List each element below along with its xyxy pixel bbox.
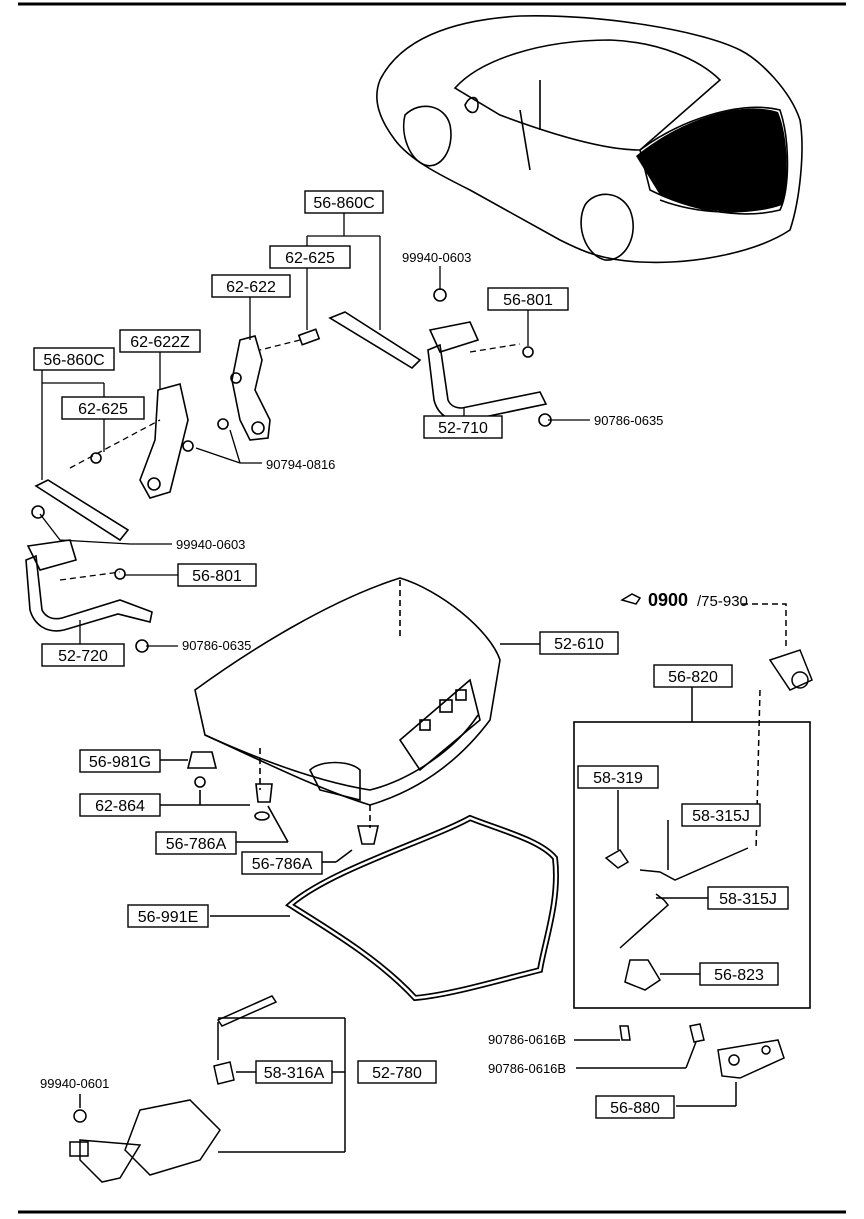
- part-labels: 56-860C 62-625 62-622 56-801 62-622Z 56-…: [33, 190, 789, 1119]
- label-56-860c-top: 56-860C: [304, 190, 384, 214]
- svg-text:56-820: 56-820: [668, 669, 718, 686]
- svg-text:56-801: 56-801: [192, 568, 242, 585]
- label-56-801-mid: 56-801: [177, 563, 257, 587]
- ref-note-bold: 0900: [648, 590, 688, 610]
- label-90786-0635-mid: 90786-0635: [182, 638, 251, 653]
- svg-text:56-991E: 56-991E: [138, 909, 199, 926]
- label-52-610: 52-610: [539, 631, 619, 655]
- svg-text:56-860C: 56-860C: [43, 352, 104, 369]
- label-99940-0603-mid: 99940-0603: [176, 537, 245, 552]
- label-56-801-top: 56-801: [487, 287, 569, 311]
- label-52-780: 52-780: [357, 1060, 437, 1084]
- svg-text:56-823: 56-823: [714, 967, 764, 984]
- svg-text:56-860C: 56-860C: [313, 195, 374, 212]
- label-99940-0603-top: 99940-0603: [402, 250, 471, 265]
- svg-text:56-786A: 56-786A: [252, 856, 313, 873]
- svg-text:58-315J: 58-315J: [692, 808, 750, 825]
- svg-text:52-710: 52-710: [438, 420, 488, 437]
- label-56-823: 56-823: [699, 962, 779, 986]
- svg-text:62-625: 62-625: [285, 250, 335, 267]
- label-52-710: 52-710: [423, 415, 503, 439]
- label-56-786a-2: 56-786A: [241, 851, 323, 875]
- svg-text:56-786A: 56-786A: [166, 836, 227, 853]
- reference-note: 0900 /75-930: [620, 590, 748, 610]
- label-56-860c-left: 56-860C: [33, 347, 115, 371]
- label-90794-0816: 90794-0816: [266, 457, 335, 472]
- label-58-319: 58-319: [577, 765, 659, 789]
- svg-text:52-780: 52-780: [372, 1065, 422, 1082]
- svg-text:56-880: 56-880: [610, 1100, 660, 1117]
- label-58-316a: 58-316A: [255, 1060, 333, 1084]
- label-62-622: 62-622: [211, 274, 291, 298]
- svg-text:62-622: 62-622: [226, 279, 276, 296]
- label-90786-0616b-2: 90786-0616B: [488, 1061, 566, 1076]
- label-56-981g: 56-981G: [79, 749, 161, 773]
- bumper-parts: [160, 751, 379, 917]
- label-56-991e: 56-991E: [127, 904, 209, 928]
- svg-text:58-315J: 58-315J: [719, 891, 777, 908]
- leader-lines: [39, 213, 590, 647]
- latch-parts: [576, 1023, 785, 1107]
- label-56-786a-1: 56-786A: [155, 831, 237, 855]
- label-52-720: 52-720: [41, 643, 125, 667]
- trunk-lid-highlight: [636, 108, 787, 213]
- trunk-lid: [194, 577, 540, 828]
- label-56-820: 56-820: [653, 664, 733, 688]
- label-62-864: 62-864: [79, 793, 161, 817]
- ref-note-rest: /75-930: [697, 593, 748, 610]
- hinge-strut-assembly: [25, 288, 552, 653]
- svg-text:56-981G: 56-981G: [89, 754, 151, 771]
- label-58-315j-1: 58-315J: [681, 803, 761, 827]
- svg-text:52-610: 52-610: [554, 636, 604, 653]
- svg-text:58-319: 58-319: [593, 770, 643, 787]
- label-56-880: 56-880: [595, 1095, 675, 1119]
- label-99940-0601: 99940-0601: [40, 1076, 109, 1091]
- label-62-625-top: 62-625: [269, 245, 351, 269]
- label-90786-0635-top: 90786-0635: [594, 413, 663, 428]
- svg-text:62-625: 62-625: [78, 401, 128, 418]
- label-62-622z: 62-622Z: [119, 329, 201, 353]
- label-58-315j-2: 58-315J: [707, 886, 789, 910]
- label-62-625-left: 62-625: [61, 396, 145, 420]
- arrow-pointer-icon: [620, 593, 642, 605]
- trunk-seal: [284, 814, 559, 1002]
- label-90786-0616b-1: 90786-0616B: [488, 1032, 566, 1047]
- svg-text:58-316A: 58-316A: [264, 1065, 325, 1082]
- svg-text:62-622Z: 62-622Z: [130, 334, 190, 351]
- opener-assembly: [69, 995, 346, 1183]
- svg-text:62-864: 62-864: [95, 798, 145, 815]
- svg-text:52-720: 52-720: [58, 648, 108, 665]
- svg-text:56-801: 56-801: [503, 292, 553, 309]
